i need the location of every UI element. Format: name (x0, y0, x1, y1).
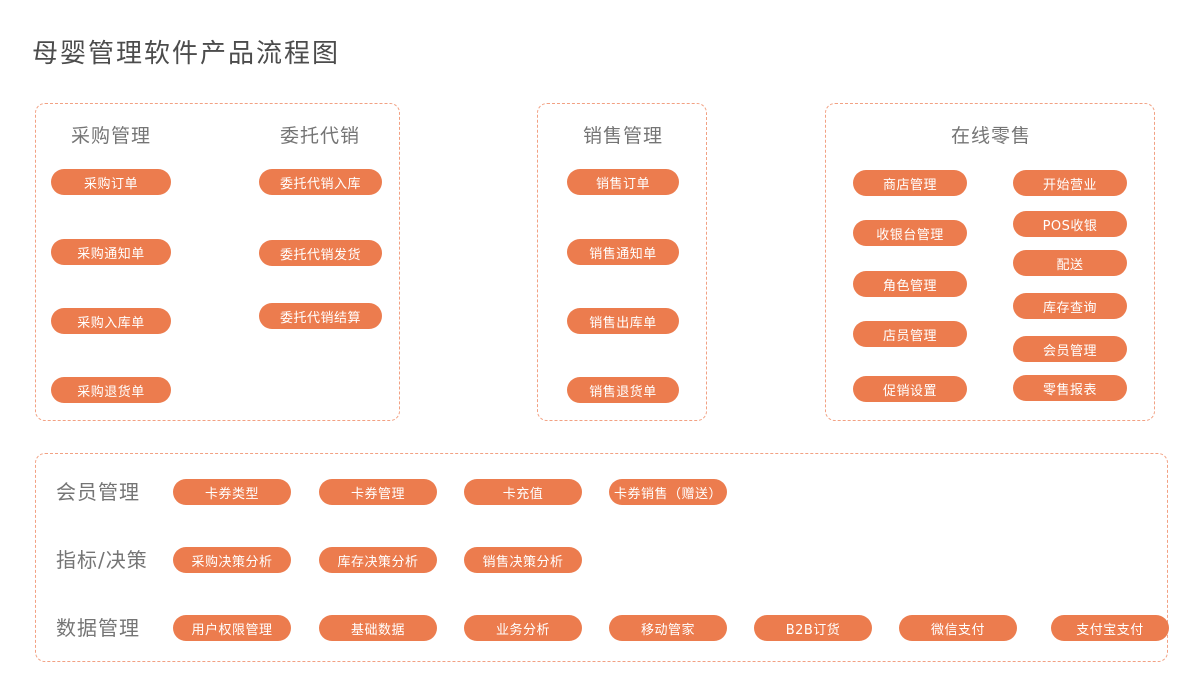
flow-node: POS收银 (1013, 211, 1127, 237)
section-header-retail: 在线零售 (950, 125, 1031, 147)
flow-node: 销售出库单 (567, 308, 679, 334)
purchase-consignment-panel: 采购管理 委托代销 采购订单 采购通知单 采购入库单 采购退货单 委托代销入库 … (35, 103, 400, 421)
flow-node: 会员管理 (1013, 336, 1127, 362)
sales-panel: 销售管理 销售订单 销售通知单 销售出库单 销售退货单 (537, 103, 707, 421)
flow-node: 基础数据 (319, 615, 437, 641)
online-retail-panel: 在线零售 商店管理 收银台管理 角色管理 店员管理 促销设置 开始营业 POS收… (825, 103, 1155, 421)
bottom-panel: 会员管理 卡券类型 卡券管理 卡充值 卡券销售（赠送） 指标/决策 采购决策分析… (35, 453, 1169, 662)
section-header-consignment: 委托代销 (279, 125, 360, 147)
flow-node: 库存查询 (1013, 293, 1127, 319)
section-header-sales: 销售管理 (582, 125, 663, 147)
flow-node: B2B订货 (754, 615, 872, 641)
row-label-membership: 会员管理 (56, 480, 140, 504)
flow-node: 收银台管理 (853, 220, 967, 246)
flow-node: 卡券管理 (319, 479, 437, 505)
flow-node: 开始营业 (1013, 170, 1127, 196)
flow-node: 角色管理 (853, 271, 967, 297)
flow-node: 商店管理 (853, 170, 967, 196)
flow-node: 销售退货单 (567, 377, 679, 403)
flow-node: 采购决策分析 (173, 547, 291, 573)
flow-node: 移动管家 (609, 615, 727, 641)
flow-node: 采购订单 (51, 169, 171, 195)
flow-node: 销售订单 (567, 169, 679, 195)
flow-node: 委托代销入库 (259, 169, 382, 195)
flow-node: 采购通知单 (51, 239, 171, 265)
flow-node: 销售决策分析 (464, 547, 582, 573)
flow-node: 委托代销发货 (259, 240, 382, 266)
flow-node: 用户权限管理 (173, 615, 291, 641)
flow-node: 零售报表 (1013, 375, 1127, 401)
flow-node: 卡券销售（赠送） (609, 479, 727, 505)
flow-node: 微信支付 (899, 615, 1017, 641)
flow-node: 业务分析 (464, 615, 582, 641)
flow-node: 店员管理 (853, 321, 967, 347)
page-title: 母婴管理软件产品流程图 (32, 39, 341, 69)
flow-node: 配送 (1013, 250, 1127, 276)
flow-node: 采购入库单 (51, 308, 171, 334)
row-label-data: 数据管理 (56, 616, 140, 640)
flow-node: 库存决策分析 (319, 547, 437, 573)
row-label-decision: 指标/决策 (56, 548, 148, 572)
flow-node: 促销设置 (853, 376, 967, 402)
section-header-purchase: 采购管理 (70, 125, 151, 147)
flow-node: 卡充值 (464, 479, 582, 505)
flow-node: 采购退货单 (51, 377, 171, 403)
flow-node: 销售通知单 (567, 239, 679, 265)
flow-node: 卡券类型 (173, 479, 291, 505)
flow-node: 支付宝支付 (1051, 615, 1169, 641)
flow-node: 委托代销结算 (259, 303, 382, 329)
